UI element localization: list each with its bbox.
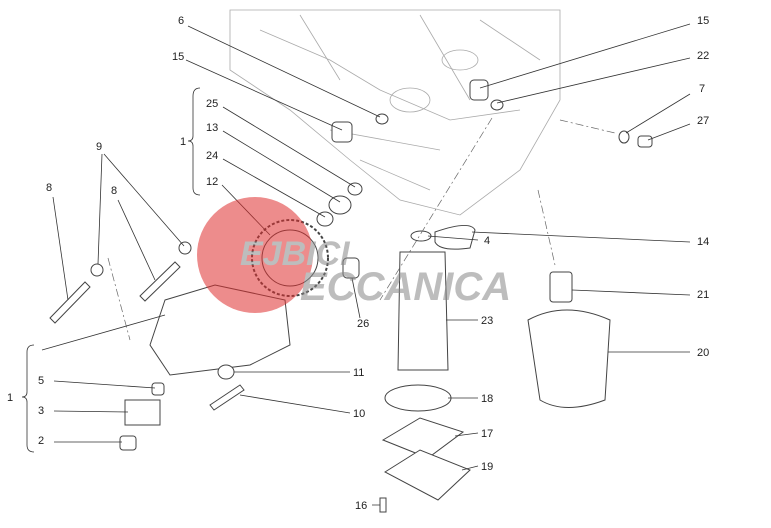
callout-3: 3 xyxy=(38,405,44,417)
o-ring-18 xyxy=(384,384,452,412)
svg-text:EJBICI: EJBICI xyxy=(240,235,351,273)
callout-8: 8 xyxy=(46,182,52,194)
ring-25 xyxy=(347,182,363,196)
callout-1: 1 xyxy=(180,136,186,148)
washer-24 xyxy=(316,211,334,227)
callout-8: 8 xyxy=(111,185,117,197)
callout-19: 19 xyxy=(481,461,493,473)
filter-screen-23 xyxy=(397,251,449,371)
callout-11: 11 xyxy=(353,367,364,379)
screw-16 xyxy=(379,497,387,513)
oil-filter-20 xyxy=(527,309,611,408)
watermark-logo: EJBICI ECCANICA xyxy=(197,197,511,313)
callout-10: 10 xyxy=(353,408,365,420)
callout-16: 16 xyxy=(355,500,367,512)
spring-3 xyxy=(124,399,161,426)
callout-4: 4 xyxy=(484,235,490,247)
screw-8a xyxy=(49,281,91,324)
callout-26: 26 xyxy=(357,318,369,330)
callout-22: 22 xyxy=(697,50,709,62)
callout-15: 15 xyxy=(172,51,184,63)
callout-15: 15 xyxy=(697,15,709,27)
callout-17: 17 xyxy=(481,428,493,440)
callout-20: 20 xyxy=(697,347,709,359)
bearing-13 xyxy=(328,195,352,215)
callout-5: 5 xyxy=(38,375,44,387)
callout-25: 25 xyxy=(206,98,218,110)
bushing-26 xyxy=(342,257,360,279)
leader-lines xyxy=(21,23,691,506)
callout-18: 18 xyxy=(481,393,493,405)
screw-8b xyxy=(139,261,181,302)
gear-12 xyxy=(251,219,329,297)
bushing-6 xyxy=(331,121,353,143)
callout-14: 14 xyxy=(697,236,709,248)
callout-1: 1 xyxy=(7,392,13,404)
callout-21: 21 xyxy=(697,289,709,301)
o-ring-15 xyxy=(375,113,389,125)
callout-27: 27 xyxy=(697,115,709,127)
bracket-14 xyxy=(434,225,476,250)
callout-labels: 6 15 15 22 7 27 1 25 13 24 12 9 8 8 4 14… xyxy=(7,15,709,512)
screw-10 xyxy=(209,384,245,411)
washer-7 xyxy=(618,130,630,144)
washer-11 xyxy=(217,364,235,380)
valve-5 xyxy=(151,382,165,396)
callout-9: 9 xyxy=(96,141,102,153)
callout-7: 7 xyxy=(699,83,705,95)
gasket-17 xyxy=(381,417,465,459)
callout-6: 6 xyxy=(178,15,184,27)
callout-12: 12 xyxy=(206,176,218,188)
washer-9b xyxy=(90,263,104,277)
o-ring-22 xyxy=(490,99,504,111)
svg-text:ECCANICA: ECCANICA xyxy=(300,265,511,309)
washer-9a xyxy=(178,241,192,255)
callout-24: 24 xyxy=(206,150,218,162)
callout-23: 23 xyxy=(481,315,493,327)
cover-19 xyxy=(384,449,471,501)
callout-2: 2 xyxy=(38,435,44,447)
plug-2 xyxy=(119,435,137,451)
plug-27 xyxy=(637,135,653,148)
bushing-15 xyxy=(469,79,489,101)
crankcase xyxy=(229,9,561,216)
callout-13: 13 xyxy=(206,122,218,134)
nipple-21 xyxy=(549,271,573,303)
